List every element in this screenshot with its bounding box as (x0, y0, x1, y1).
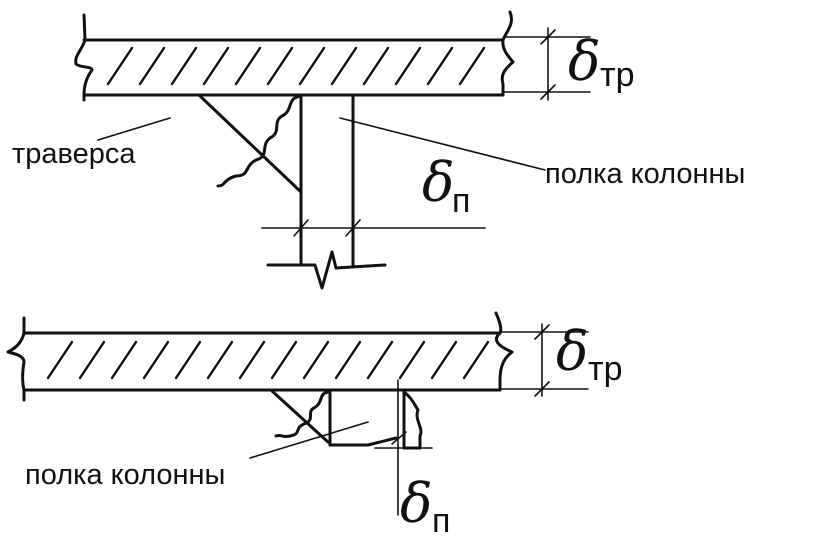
subscript-traverse-top: тр (600, 56, 634, 94)
label-flange-top: полка колонны (545, 158, 745, 190)
delta-traverse-top: δ (568, 30, 601, 93)
label-traverse: траверса (12, 138, 136, 170)
column-flange-top (266, 93, 387, 290)
delta-traverse-bottom: δ (556, 320, 589, 383)
leader-flange-top (339, 117, 546, 171)
dimension-flange-bottom (374, 379, 433, 516)
dimension-traverse-top (504, 27, 591, 101)
traverse-hatching-top (106, 46, 486, 86)
subscript-flange-bottom: п (432, 502, 450, 540)
top-detail: δ тр δ п траверса полка колонны (12, 10, 745, 290)
delta-flange-bottom: δ (400, 472, 433, 535)
label-flange-bottom: полка колонны (25, 459, 225, 491)
leader-traverse-top (97, 117, 171, 141)
bottom-detail: δ тр δ п полка колонны (6, 311, 622, 540)
subscript-traverse-bottom: тр (588, 350, 622, 388)
dimension-traverse-bottom (499, 323, 589, 397)
delta-flange-top: δ (422, 151, 455, 214)
traverse-plate-top (74, 10, 515, 102)
fillet-weld-bottom (270, 389, 330, 444)
subscript-flange-top: п (452, 182, 470, 220)
dimension-flange-top (261, 219, 486, 237)
fillet-weld-top (198, 94, 303, 194)
traverse-hatching-bottom (46, 340, 490, 380)
column-flange-bottom (328, 388, 423, 450)
leader-flange-bottom (249, 421, 369, 459)
traverse-plate-bottom (6, 311, 514, 402)
